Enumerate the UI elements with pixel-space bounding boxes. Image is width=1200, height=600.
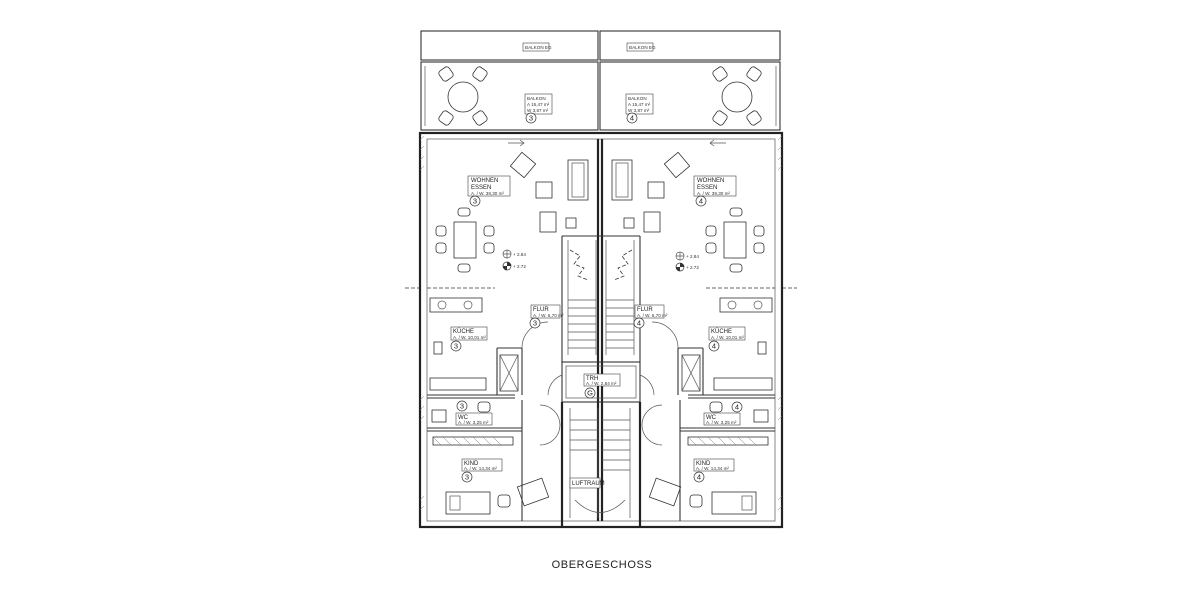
wohnen-unit-number-left: 3 [473,197,477,206]
wc-name-right: WC [706,415,717,421]
flur-name-right: FLUR [637,307,653,313]
level-2-left: + 2.72 [513,264,526,269]
trh-name: TRH [586,376,598,382]
trh-number: G [587,389,593,398]
flur-name-left: FLUR [533,307,549,313]
balcony-eg-label-right: BALKON EG [629,45,656,50]
balkon-name-right: BALKON [628,96,647,101]
wohnen-name-left: WOHNEN [471,178,498,184]
balkon-unit-number-left: 3 [529,114,533,123]
balkon-area-w-left: W 3,87 m² [527,108,549,113]
wc-unit-number-right: 4 [735,403,739,412]
luftraum-label: LUFTRAUM [572,481,605,487]
balkon-area-w-right: W 3,87 m² [628,108,650,113]
wohnen-name-right: WOHNEN [697,178,724,184]
kueche-area-left: A. / W. 10,01 m² [453,335,486,340]
balcony-eg-label-left: BALKON EG [525,45,552,50]
level-1-right: + 2.84 [686,254,699,259]
balcony-eg-strip: BALKON EG BALKON EG [420,30,781,61]
level-1-left: + 2.84 [513,252,526,257]
unit-left-labels: BALKON A 15,47 m² W 3,87 m² 3 WOHNEN ESS… [450,93,564,483]
furniture-left [429,66,589,515]
trh-area: A. / W. 2,84 m² [586,381,617,386]
direction-arrows [508,139,726,147]
kind-name-left: KIND [464,461,479,467]
wohnen-unit-number-right: 4 [699,197,703,206]
wohnen-area-right: A. / W. 39,30 m² [697,191,730,196]
wc-area-right: A. / W. 3,25 m² [706,420,737,425]
stairwell-labels: TRH A. / W. 2,84 m² G LUFTRAUM [569,373,621,489]
kueche-name-right: KÜCHE [711,328,732,335]
flur-unit-number-left: 3 [533,319,537,328]
level-2-right: + 2.72 [686,265,699,270]
kueche-unit-number-left: 3 [454,342,458,351]
kind-area-left: A. / W. 14,34 m² [464,466,497,471]
balkon-area-a-right: A 15,47 m² [628,102,651,107]
kind-unit-number-right: 4 [697,473,701,482]
balkon-name-left: BALKON [527,96,546,101]
kind-name-right: KIND [696,461,711,467]
balkon-area-a-left: A 15,47 m² [527,102,550,107]
kind-area-right: A. / W. 14,34 m² [696,466,729,471]
kueche-name-left: KÜCHE [453,328,474,335]
flur-unit-number-right: 4 [637,319,641,328]
kind-unit-number-left: 3 [465,473,469,482]
balkon-unit-number-right: 4 [630,114,634,123]
wc-name-left: WC [458,415,469,421]
wc-area-left: A. / W. 3,25 m² [458,420,489,425]
wohnen-area-left: A. / W. 39,30 m² [471,191,504,196]
flur-area-left: A. / W. 6,70 m² [533,313,564,318]
wc-unit-number-left: 3 [460,402,464,411]
flur-area-right: A. / W. 6,70 m² [637,313,668,318]
furniture-right [611,66,773,515]
kueche-area-right: A. / W. 10,01 m² [711,335,744,340]
essen-name-left: ESSEN [471,185,491,191]
unit-right-labels: BALKON A 15,47 m² W 3,87 m² 4 WOHNEN ESS… [625,93,746,483]
plan-title: OBERGESCHOSS [552,559,653,571]
kueche-unit-number-right: 4 [712,342,716,351]
balcony-upper [420,61,781,131]
staircase [567,240,635,518]
essen-name-right: ESSEN [697,185,717,191]
